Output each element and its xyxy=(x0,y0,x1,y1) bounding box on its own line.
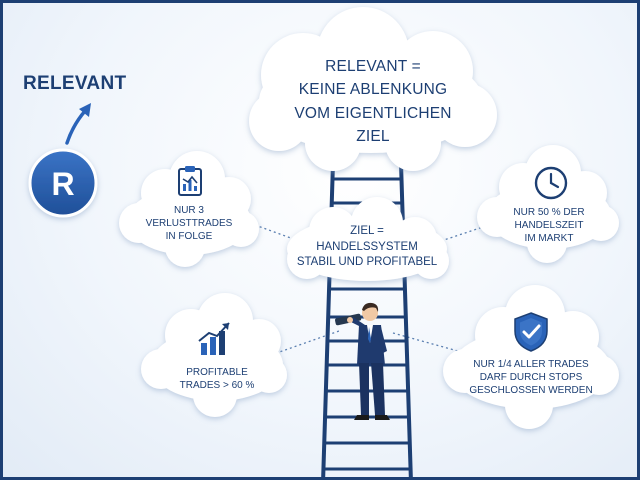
market-time-text: NUR 50 % DER HANDELSZEIT IM MARKT xyxy=(513,207,585,244)
connector-market-time xyxy=(440,224,490,242)
clipboard-chart-icon xyxy=(178,166,202,196)
goal-cloud-text: ZIEL = HANDELSSYSTEM STABIL UND PROFITAB… xyxy=(296,225,438,269)
page-title: RELEVANT xyxy=(23,73,127,94)
arrow-up-icon xyxy=(65,103,91,145)
cloud-goal xyxy=(287,197,449,281)
profitable-text: PROFITABLE TRADES > 60 % xyxy=(179,367,255,391)
shield-check-icon xyxy=(514,312,548,352)
cloud-market-time xyxy=(477,145,619,263)
connector-stops xyxy=(392,332,466,354)
main-cloud-text: RELEVANT = KEINE ABLENKUNG VOM EIGENTLIC… xyxy=(294,58,452,145)
cloud-profitable xyxy=(141,293,287,417)
businessman-figure xyxy=(335,302,390,420)
loss-trades-text: NUR 3 VERLUSTTRADES IN FOLGE xyxy=(145,205,233,242)
ladder-rail-right xyxy=(399,161,413,477)
relevant-badge: R xyxy=(28,148,98,218)
clock-icon xyxy=(534,166,568,200)
stops-text: NUR 1/4 ALLER TRADES DARF DURCH STOPS GE… xyxy=(469,359,593,396)
cloud-main xyxy=(249,7,497,171)
badge-letter: R xyxy=(51,166,74,202)
cloud-stops xyxy=(443,285,619,429)
cloud-loss-trades xyxy=(119,151,259,267)
diagram-canvas: R xyxy=(28,7,619,477)
bar-chart-rising-icon xyxy=(198,322,230,355)
